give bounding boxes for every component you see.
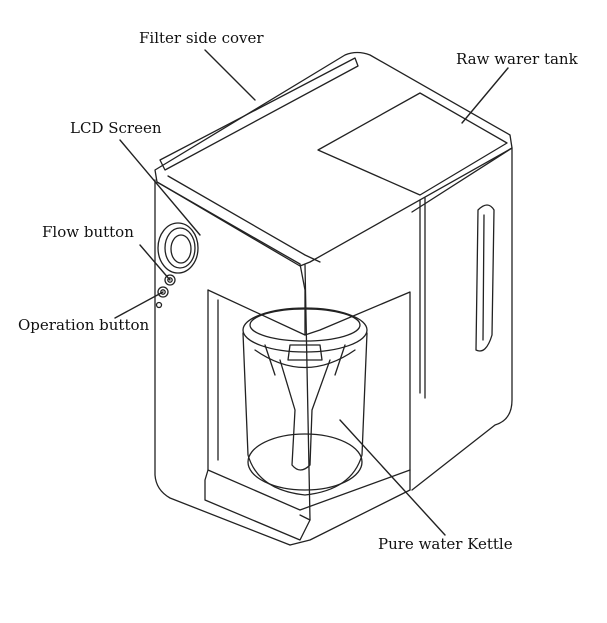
- label-filter-side-cover: Filter side cover: [139, 29, 264, 47]
- label-raw-water-tank: Raw warer tank: [456, 50, 578, 68]
- operation-button[interactable]: [157, 286, 169, 298]
- leader-pure-water-kettle: [339, 419, 446, 536]
- top-lid: [154, 51, 513, 267]
- label-flow-button: Flow button: [42, 223, 134, 241]
- leader-lcd-screen: [119, 139, 201, 236]
- label-pure-water-kettle: Pure water Kettle: [378, 535, 513, 553]
- leader-flow-button: [139, 244, 171, 281]
- kettle-bay: [204, 289, 411, 541]
- indicator-dot: [155, 301, 163, 309]
- label-operation-button: Operation button: [18, 316, 150, 334]
- leader-raw-water-tank: [461, 67, 509, 124]
- leader-operation-button: [114, 291, 164, 319]
- lcd-screen: [157, 222, 199, 274]
- kettle: [242, 307, 368, 496]
- leader-lines: [114, 49, 509, 536]
- flow-button[interactable]: [164, 274, 176, 286]
- raw-water-tank-lid: [317, 92, 508, 196]
- label-lcd-screen: LCD Screen: [70, 119, 162, 137]
- tank-window: [475, 204, 495, 352]
- leader-filter-side-cover: [204, 49, 256, 101]
